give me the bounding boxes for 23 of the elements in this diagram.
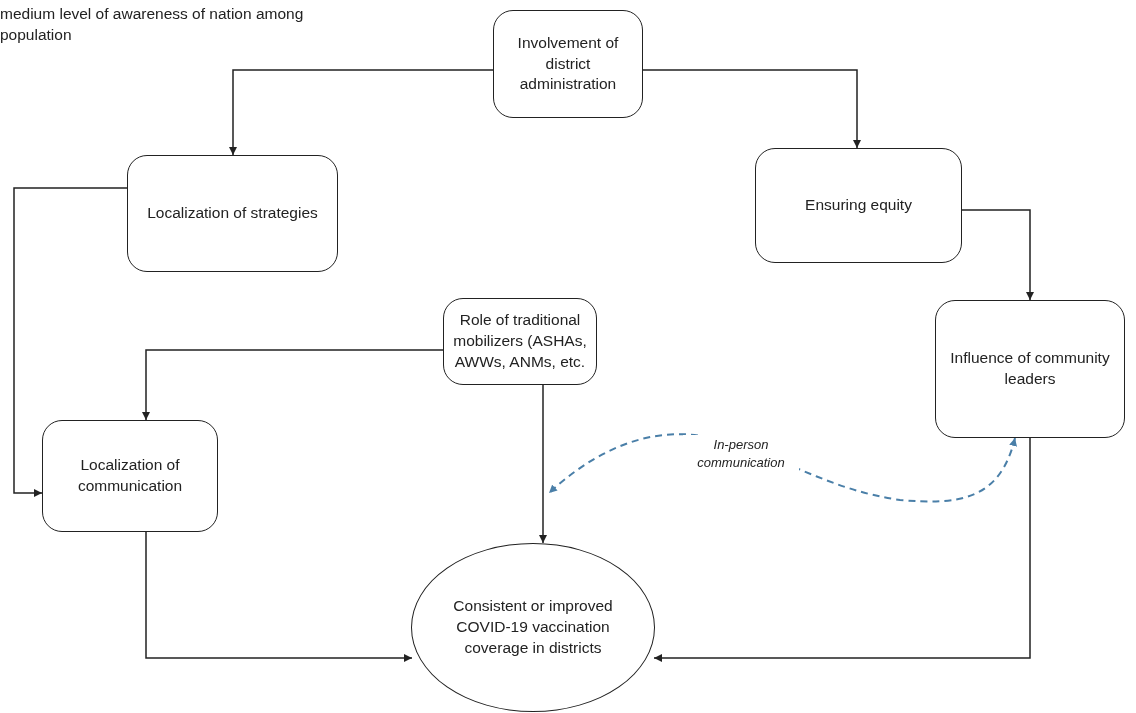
arrow [145, 531, 413, 662]
node-text: Consistent or improved COVID-19 vaccination coverage in districts [452, 596, 614, 658]
edge-label: In-person communication [683, 435, 799, 473]
arrow [142, 349, 444, 421]
node-text: Role of traditional mobilizers (ASHAs, AWWs, ANMs, etc. [452, 310, 588, 372]
process-box [935, 300, 1125, 438]
note-text: medium level of awareness of nation among population [0, 4, 305, 45]
process-box [493, 10, 643, 118]
node-text: Localization of communication [76, 455, 184, 496]
arrow [539, 384, 547, 544]
arrow [229, 69, 494, 156]
node-text: Influence of community leaders [949, 348, 1111, 389]
arrow [961, 209, 1034, 301]
process-box [443, 298, 597, 385]
arrow [642, 69, 861, 149]
process-box [42, 420, 218, 532]
node-text: Ensuring equity [805, 195, 912, 216]
arrow [653, 437, 1031, 662]
node-text: Localization of strategies [147, 203, 318, 224]
process-box [127, 155, 338, 272]
node-text: Involvement of district administration [516, 32, 620, 95]
process-box [755, 148, 962, 263]
arrow [13, 187, 128, 497]
